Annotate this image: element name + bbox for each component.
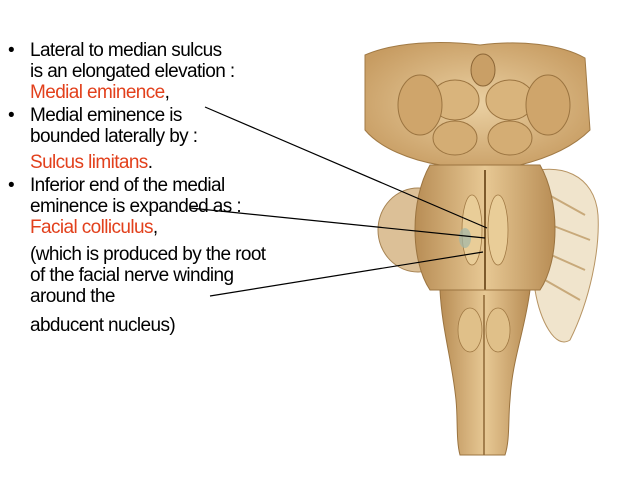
bullet-line: bounded laterally by : [30,126,198,147]
bullet-line: is an elongated elevation : [30,61,235,82]
bullet-marker: • [8,40,15,61]
explanatory-note: (which is produced by the root of the fa… [8,244,348,336]
bullet-line: eminence is expanded as : [30,196,242,217]
note-line-last: abducent nucleus) [30,315,176,336]
highlight-term: Sulcus limitans [30,152,148,173]
bullet-line: Medial eminence is [30,105,182,126]
highlight-suffix: . [147,152,153,173]
highlight-term: Facial colliculus [30,217,153,238]
bullet-item-medial-eminence: • Lateral to median sulcus is an elongat… [8,40,348,103]
highlight-term: Medial eminence [30,82,165,103]
highlight-suffix: , [164,82,170,103]
medulla [439,289,531,456]
pointer-medial-eminence [204,106,488,229]
bullet-list: • Lateral to median sulcus is an elongat… [8,40,348,336]
highlight-suffix: , [152,217,158,238]
bullet-marker: • [8,175,15,196]
pointer-sulcus-limitans [189,207,486,239]
bullet-item-sulcus-limitans: • Medial eminence is bounded laterally b… [8,105,348,173]
bullet-line: Inferior end of the medial [30,175,225,196]
bullet-item-facial-colliculus: • Inferior end of the medial eminence is… [8,175,348,238]
bullet-marker: • [8,105,15,126]
bullet-line: Lateral to median sulcus [30,40,222,61]
note-line: around the [30,286,115,307]
pointer-facial-colliculus [209,251,484,297]
note-line: of the facial nerve winding [30,265,234,286]
note-line: (which is produced by the root [30,244,266,265]
